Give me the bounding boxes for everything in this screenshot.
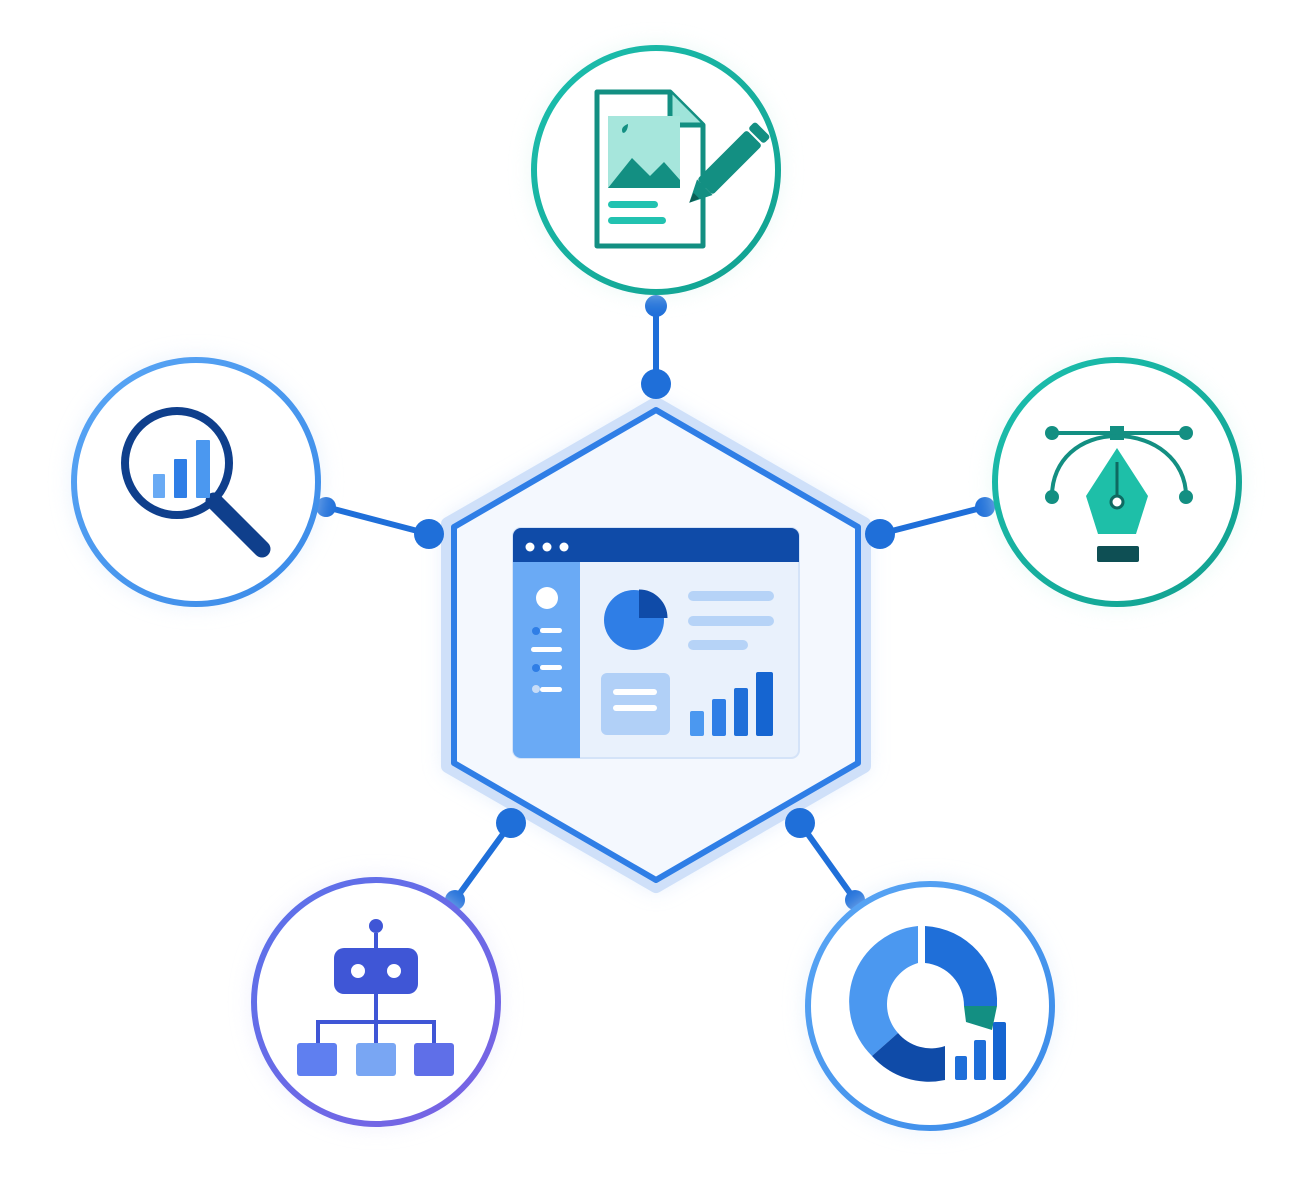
connector-left [323,504,432,537]
dashboard-pie-chart-icon [604,586,671,650]
connector-bottom-right [797,820,858,903]
hub-dot-right [865,519,895,549]
connector-right [877,504,988,537]
hub-dot-bottom-left [496,808,526,838]
magnifier-bar-chart-icon [121,407,271,558]
hub-dot-top [641,369,671,399]
robot-hierarchy-icon [297,919,454,1076]
node-research [70,356,322,608]
dashboard-window-icon [512,527,800,759]
node-dot-left [316,497,336,517]
hub-dot-bottom-right [785,808,815,838]
node-dot-top [645,295,667,317]
node-automation [250,876,502,1128]
document-edit-icon [594,89,770,249]
node-content [530,44,782,296]
node-dot-right [975,497,995,517]
node-design [991,356,1243,608]
pen-tool-bezier-icon [1045,426,1193,562]
dashboard-bar-chart-icon [690,672,773,736]
connector-dots [316,295,995,910]
connector-bottom-left [452,820,514,903]
donut-chart-bars-icon [849,926,1006,1082]
hub-dot-left [414,519,444,549]
node-analytics [804,880,1056,1132]
